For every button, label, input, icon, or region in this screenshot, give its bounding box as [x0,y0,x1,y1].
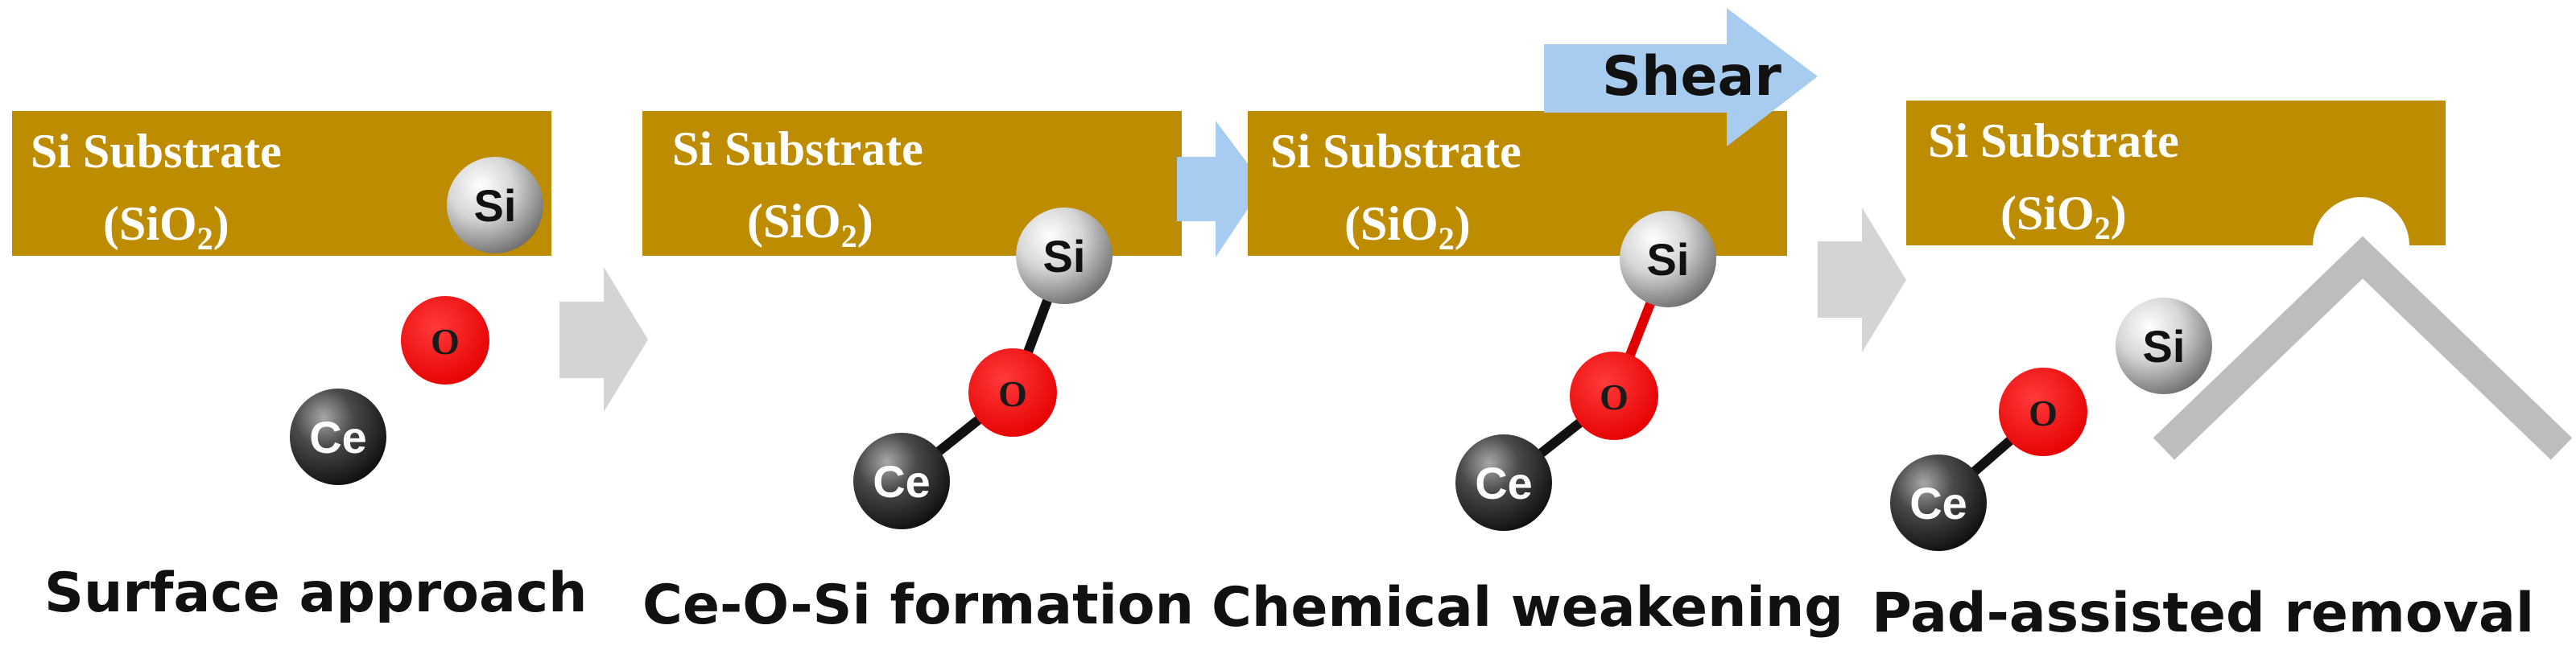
svg-text:Ce: Ce [1475,458,1533,508]
shear-label: Shear [1602,45,1781,109]
svg-text:Si: Si [1647,234,1690,285]
o-atom: O [1999,368,2087,456]
substrate-subtitle: (SiO2) [2000,187,2127,246]
substrate-subtitle: (SiO2) [1344,197,1471,257]
svg-text:Si: Si [1043,231,1086,282]
ce-atom: Ce [290,389,386,485]
stage-caption: Ce-O-Si formation [642,574,1194,637]
svg-text:O: O [1600,376,1629,417]
si-atom: Si [447,157,543,253]
substrate-title: Si Substrate [1270,125,1521,178]
substrate-subtitle: (SiO2) [747,195,873,254]
si-atom-removed: Si [2116,298,2212,394]
ce-atom: Ce [853,433,950,529]
ce-atom: Ce [1455,434,1552,531]
substrate-title: Si Substrate [672,122,923,175]
substrate-title: Si Substrate [31,125,282,178]
o-atom: O [401,296,489,385]
shear-direction-arrow-icon [1177,121,1264,257]
stage-2-ce-o-si-formation: Si Substrate (SiO2) Si O Ce Ce-O-Si form… [642,111,1194,637]
svg-text:Si: Si [2143,321,2186,372]
polishing-pad-asperity-icon [2153,236,2573,460]
stage-3-chemical-weakening: Si Substrate (SiO2) Shear Si O Ce Chemic… [1212,8,1843,640]
ce-atom: Ce [1890,455,1987,551]
svg-text:O: O [998,373,1027,414]
stage-caption: Pad-assisted removal [1872,582,2534,645]
si-atom: Si [1016,208,1113,304]
o-atom: O [968,348,1057,437]
substrate-title: Si Substrate [1928,114,2179,167]
stage-1-surface-approach: Si Substrate (SiO2) Si O Ce Surface appr… [12,111,588,625]
svg-text:Ce: Ce [1909,478,1967,529]
stage-caption: Chemical weakening [1212,576,1843,640]
process-arrow-icon [1818,208,1906,352]
si-substrate-block-with-pit [1906,101,2446,245]
process-arrow-icon [559,267,648,412]
svg-text:Ce: Ce [309,412,367,463]
stage-4-pad-assisted-removal: Si Substrate (SiO2) Si O Ce Pad-assisted… [1872,101,2573,645]
shear-arrow: Shear [1544,8,1818,146]
svg-text:O: O [2029,393,2058,434]
substrate-subtitle: (SiO2) [103,197,229,257]
stage-caption: Surface approach [44,561,588,625]
svg-text:O: O [431,321,460,362]
si-atom: Si [1620,211,1716,307]
svg-text:Ce: Ce [873,456,931,507]
o-atom: O [1570,352,1658,440]
svg-text:Si: Si [474,180,517,231]
